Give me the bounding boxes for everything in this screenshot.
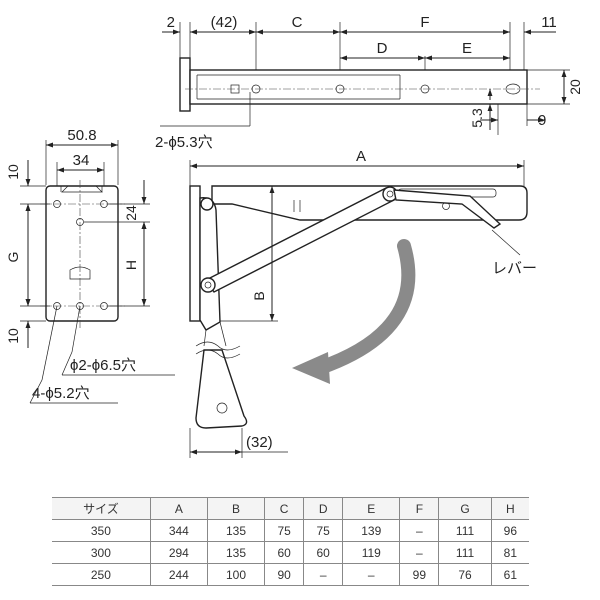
table-cell: – [399,541,440,564]
dim-9: 9 [538,112,546,129]
table-cell: 350 [52,519,151,542]
table-cell: 99 [399,563,440,586]
table-cell: 96 [491,519,529,542]
table-cell: – [399,519,440,542]
dim-c: C [292,14,303,31]
plate-view: 50.8 34 10 G 10 [5,127,175,404]
table-row: 350 344 135 75 75 139 – 111 96 [52,519,529,542]
table-cell: 60 [264,541,305,564]
dim-d: D [377,40,388,57]
table-header: サイズ [52,497,151,520]
dim-50-8: 50.8 [67,127,96,144]
dim-11: 11 [541,14,557,31]
table-cell: 111 [438,541,492,564]
table-cell: 60 [303,541,344,564]
table-cell: 135 [207,519,266,542]
table-cell: 250 [52,563,151,586]
table-cell: 75 [303,519,344,542]
dim-24: 24 [123,205,139,221]
table-cell: 244 [150,563,208,586]
table-row: 300 294 135 60 60 119 – 111 81 [52,541,529,564]
table-cell: 119 [342,541,401,564]
table-cell: 90 [264,563,305,586]
dim-b: B [251,291,267,300]
dim-h: H [123,260,139,270]
table-header: H [491,497,529,520]
spec-table: サイズ A B C D E F G H 350 344 135 75 75 13… [52,497,529,586]
table-cell: 111 [438,519,492,542]
table-cell: 100 [207,563,266,586]
table-header: E [342,497,401,520]
table-header: G [438,497,492,520]
dim-10-top: 10 [5,164,21,180]
fold-direction-arrow [313,239,416,375]
table-cell: 61 [491,563,529,586]
side-view: A B (32) [189,148,537,458]
table-cell: 294 [150,541,208,564]
dim-10-bottom: 10 [5,328,21,344]
dim-f: F [420,14,429,31]
table-cell: 135 [207,541,266,564]
dim-32: (32) [246,434,273,451]
table-cell: 300 [52,541,151,564]
top-view: 2 (42) C F 11 D E 20 9 5.3 2-ϕ5.3穴 [155,14,583,151]
table-cell: 76 [438,563,492,586]
table-header: A [150,497,208,520]
table-header-row: サイズ A B C D E F G H [52,497,529,520]
hole-label-b: 4-ϕ5.2穴 [32,385,90,402]
table-header: B [207,497,266,520]
table-header: C [264,497,305,520]
dim-e: E [462,40,472,57]
dim-34: 34 [73,152,90,169]
table-header: F [399,497,440,520]
table-cell: 75 [264,519,305,542]
dim-42: (42) [211,14,238,31]
table-row: 250 244 100 90 – – 99 76 61 [52,563,529,586]
table-cell: 344 [150,519,208,542]
table-cell: – [342,563,401,586]
hole-label-a: ϕ2-ϕ6.5穴 [70,357,136,374]
table-cell: 139 [342,519,401,542]
bracket-drawing: 2 (42) C F 11 D E 20 9 5.3 2-ϕ5.3穴 [5,14,583,458]
table-cell: 81 [491,541,529,564]
dim-a: A [356,148,366,165]
dim-20: 20 [567,79,583,95]
table-cell: – [303,563,344,586]
dim-2: 2 [167,14,175,31]
lever-label: レバー [492,260,537,277]
table-header: D [303,497,344,520]
hole-label-top: 2-ϕ5.3穴 [155,134,213,151]
dim-5-3: 5.3 [469,108,485,128]
dim-g: G [5,252,21,263]
